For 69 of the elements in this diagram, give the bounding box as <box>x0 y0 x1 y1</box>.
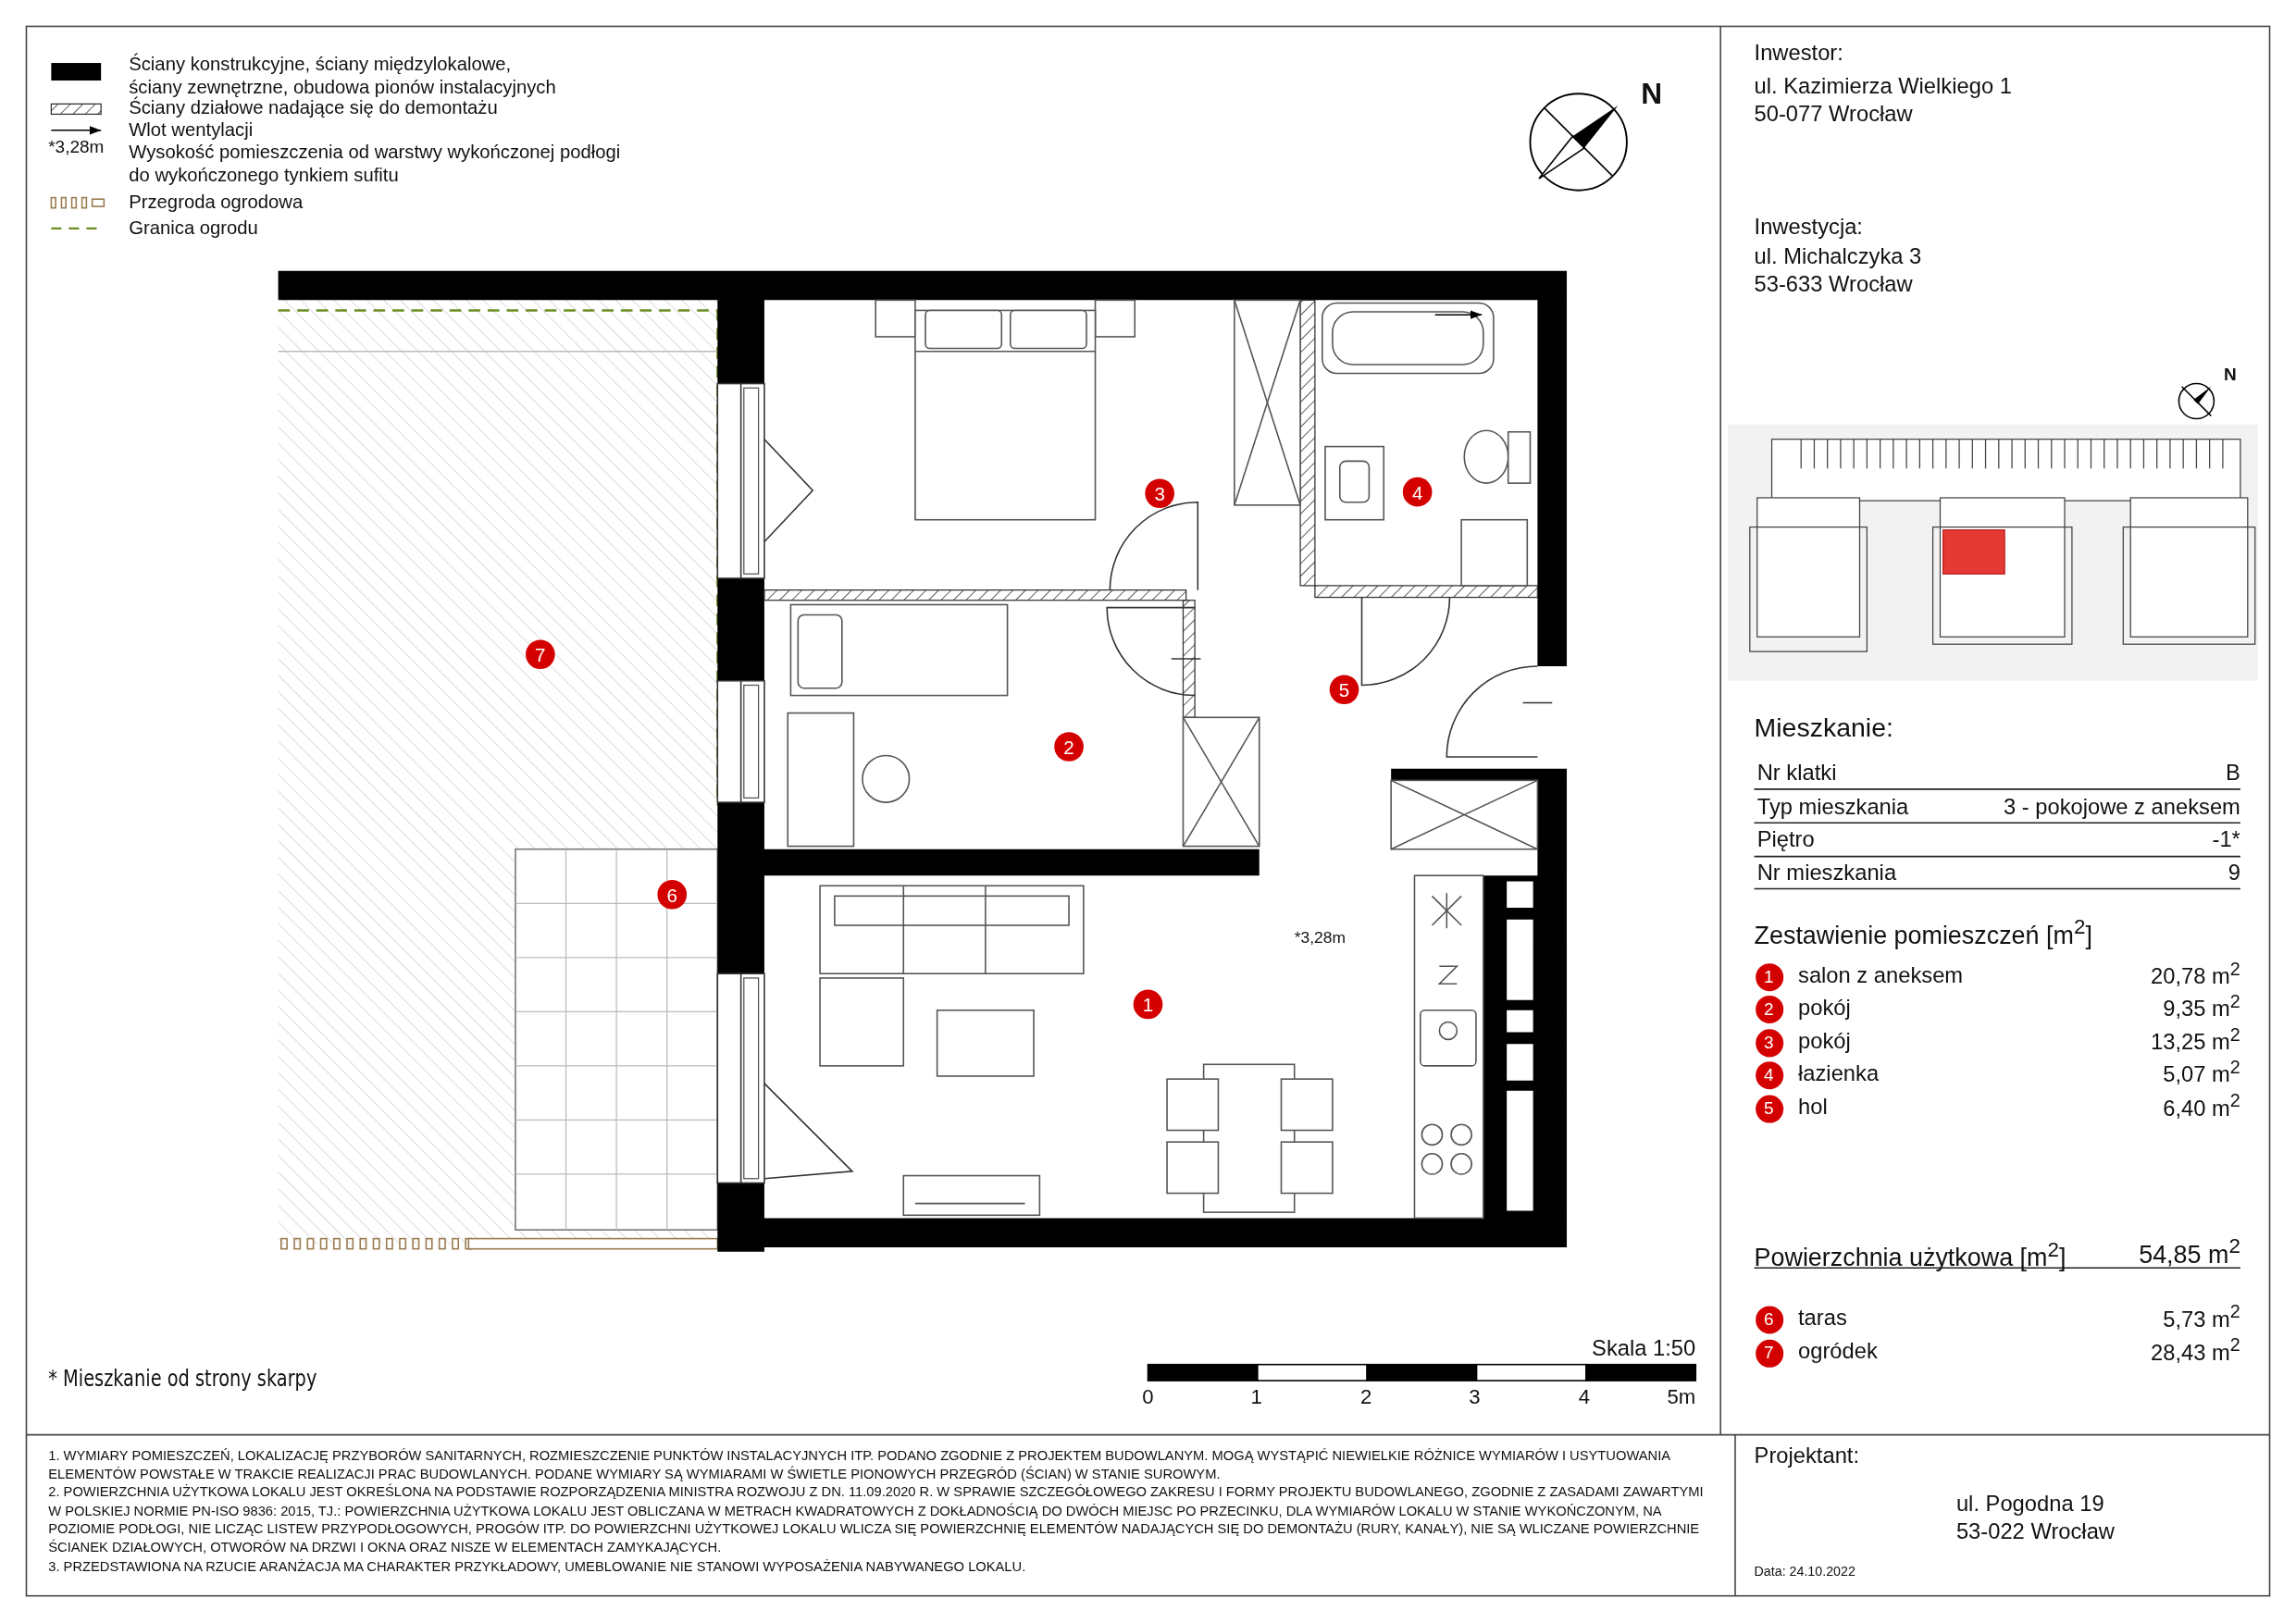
table-value: 9 <box>2228 859 2240 886</box>
section-heading: Projektant: <box>1754 1442 1860 1468</box>
section-heading: Mieszkanie: <box>1754 712 1893 744</box>
summary-label: Powierzchnia użytkowa [m$^{2}$] <box>1754 1237 2066 1273</box>
room-name: pokój <box>1798 1027 1851 1054</box>
note-text: 2. POWIERZCHNIA UŻYTKOWA LOKALU JEST OKREŚLONA NA PODSTAWIE ROZPORZĄDZENIA MINISTRA ROZWOJU Z DN. 11.09.2020 R. W SPRAWIE SZCZEGÓŁOWEGO ZAKRESU I FORMY PROJEKTU BUDOWLANEGO, ZGODNIE Z ZASADAMI ZAWARTYMI W POLSKIEJ NORMIE PN-ISO 9836: 2015, TJ.: POWIERZCHNIA UŻYTKOWA LOKALU JEST OBLICZANA W METRACH KWADRATOWYCH Z DOKŁADNOŚCIĄ DO DWÓCH MIEJSC PO PRZECINKU, DLA WYMIARÓW LOKALU W STANIE WYKOŃCZONYM, NA POZIOMIE PODŁOGI, NIE LICZĄC LISTEW PRZYPODŁOGOWYCH, PROGÓW ITP. DO POWIERZCHNI UŻYTKOWEJ LOKALU WLICZA SIĘ POWIERZCHNIĘ ELEMENTÓW NADAJĄCYCH SIĘ DO DEMONTAŻU (RURY, KANAŁY), NIE SĄ WLICZANE POWIERZCHNIE ŚCIANEK DZIAŁOWYCH, OTWORÓW NA DRZWI I OKNA ORAZ NISZE W ELEMENTACH ZAMYKAJĄCYCH. <box>48 1482 1705 1557</box>
table-label: Piętro <box>1756 825 1815 851</box>
callout-number: 7 <box>1755 1339 1783 1368</box>
address-text: 50-077 Wrocław <box>1754 101 1913 127</box>
address-text: ul. Pogodna 19 <box>1955 1490 2104 1517</box>
legend-sample-text: *3,28m <box>48 137 105 158</box>
room-name: hol <box>1798 1093 1828 1120</box>
area-value: 5,73 m$^{2}$ <box>2163 1301 2240 1332</box>
scale-tick-label: 1 <box>1250 1384 1262 1409</box>
area-value: 9,35 m$^{2}$ <box>2163 991 2240 1022</box>
scale-tick-label: 2 <box>1360 1384 1372 1409</box>
section-heading: Inwestycja: <box>1754 214 1863 240</box>
legend-text: Ściany konstrukcyjne, ściany międzylokalowe, ściany zewnętrzne, obudowa pionów instalacyjnych <box>129 52 557 98</box>
callout-number: 4 <box>1755 1060 1783 1089</box>
legend-text: Wlot wentylacji <box>129 118 254 142</box>
area-value: 20,78 m$^{2}$ <box>2151 959 2240 989</box>
scale-tick-label: 4 <box>1578 1384 1591 1409</box>
note-text: 1. WYMIARY POMIESZCZEŃ, LOKALIZACJĘ PRZYBORÓW SANITARNYCH, ROZMIESZCZENIE PUNKTÓW INSTALACYJNYCH ITP. PODANO ZGODNIE Z PROJEKTEM BUDOWLANYM. MOGĄ WYSTĄPIĆ NIEWIELKIE RÓŻNICE WYMIARÓW I USYTUOWANIA ELEMENTÓW POWSTAŁE W TRAKCIE REALIZACJI PRAC BUDOWLANYCH. PODANE WYMIARY SĄ WYMIARAMI W ŚWIETLE PIONOWYCH PRZEGRÓD (ŚCIAN) W STANIE SUROWYM. <box>48 1446 1671 1483</box>
area-value: 13,25 m$^{2}$ <box>2151 1024 2240 1055</box>
table-value: -1* <box>2212 825 2240 851</box>
section-heading: Zestawienie pomieszczeń [m$^{2}$] <box>1754 914 2092 951</box>
callout-number: 5 <box>1329 675 1359 705</box>
callout-number: 3 <box>1145 478 1174 509</box>
callout-number: 4 <box>1402 477 1433 507</box>
scale-tick-label: 3 <box>1469 1384 1481 1409</box>
north-label: N <box>2223 365 2237 387</box>
legend-text: Wysokość pomieszczenia od warstwy wykończonej podłogi do wykończonego tynkiem sufitu <box>129 140 622 188</box>
address-text: 53-022 Wrocław <box>1955 1518 2115 1544</box>
table-value: 3 - pokojowe z aneksem <box>2003 793 2240 819</box>
room-name: łazienka <box>1798 1059 1880 1085</box>
footnote: * Mieszkanie od strony skarpy <box>48 1366 317 1394</box>
callout-number: 1 <box>1755 962 1783 991</box>
callout-number: 2 <box>1755 995 1783 1023</box>
room-name: salon z aneksem <box>1798 961 1964 987</box>
legend-text: Przegroda ogrodowa <box>129 190 304 214</box>
callout-number: 3 <box>1755 1028 1783 1057</box>
legend-text: Ściany działowe nadające się do demontażu <box>129 96 498 120</box>
table-label: Nr klatki <box>1756 760 1837 786</box>
callout-number: 1 <box>1133 989 1163 1020</box>
date-text: Data: 24.10.2022 <box>1754 1563 1855 1580</box>
address-text: ul. Michalczyka 3 <box>1754 242 1922 268</box>
callout-number: 6 <box>1755 1305 1783 1333</box>
table-label: Typ mieszkania <box>1756 793 1909 819</box>
room-name: pokój <box>1798 994 1851 1020</box>
room-name: taras <box>1798 1304 1847 1331</box>
legend-text: Granica ogrodu <box>129 217 258 241</box>
scale-label: Skala 1:50 <box>1592 1335 1696 1361</box>
address-text: 53-633 Wrocław <box>1754 270 1913 296</box>
scale-tick-label: 5m <box>1667 1384 1696 1409</box>
ceiling-height-label: *3,28m <box>1294 928 1346 948</box>
address-text: ul. Kazimierza Wielkiego 1 <box>1754 73 2012 99</box>
callout-number: 2 <box>1054 732 1084 762</box>
room-name: ogródek <box>1798 1338 1878 1364</box>
note-text: 3. PRZEDSTAWIONA NA RZUCIE ARANŻACJA MA CHARAKTER PRZYKŁADOWY, UMEBLOWANIE NIE STANOWI WYPOSAŻENIA NABYWANEGO LOKALU. <box>48 1558 1027 1576</box>
north-label: N <box>1641 77 1663 112</box>
area-value: 28,43 m$^{2}$ <box>2151 1335 2240 1366</box>
area-value: 6,40 m$^{2}$ <box>2163 1090 2240 1121</box>
table-label: Nr mieszkania <box>1756 859 1897 886</box>
scale-tick-label: 0 <box>1142 1384 1154 1409</box>
area-value: 54,85 m$^{2}$ <box>2139 1233 2240 1270</box>
section-heading: Inwestor: <box>1754 39 1843 65</box>
callout-number: 5 <box>1755 1094 1783 1122</box>
table-value: B <box>2226 760 2240 786</box>
area-value: 5,07 m$^{2}$ <box>2163 1057 2240 1087</box>
